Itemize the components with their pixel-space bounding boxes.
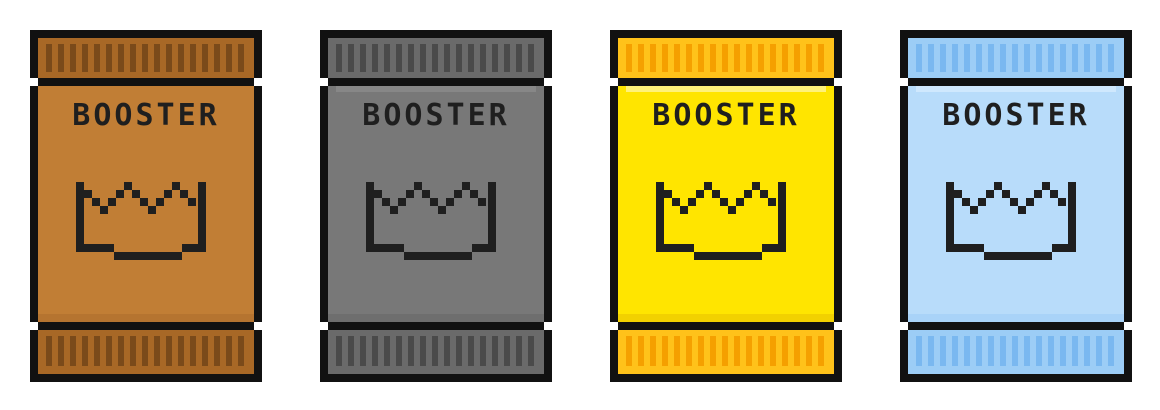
booster-pack-diamond[interactable]: BOOSTER	[900, 30, 1132, 382]
crown-icon	[76, 182, 206, 260]
booster-pack-bronze[interactable]: BOOSTER	[30, 30, 262, 382]
crown-icon	[946, 182, 1076, 260]
pack-art	[610, 30, 842, 382]
pack-art	[320, 30, 552, 382]
booster-pack-gold[interactable]: BOOSTER	[610, 30, 842, 382]
pack-art	[30, 30, 262, 382]
crown-icon	[366, 182, 496, 260]
crown-icon	[656, 182, 786, 260]
pack-art	[900, 30, 1132, 382]
booster-pack-silver[interactable]: BOOSTER	[320, 30, 552, 382]
